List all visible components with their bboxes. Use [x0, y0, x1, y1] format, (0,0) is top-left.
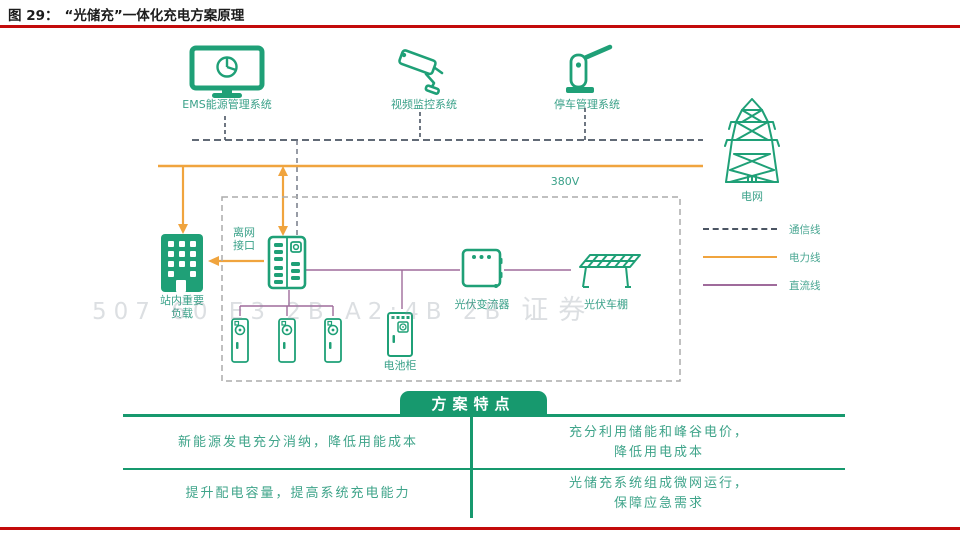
grid-node — [718, 96, 786, 188]
legend-item-comm: 通信线 — [703, 222, 821, 236]
figure-name: “光储充”一体化充电方案原理 — [64, 8, 245, 24]
ev-charger-icon — [278, 318, 296, 363]
legend: 通信线 电力线 直流线 — [703, 222, 821, 292]
ev-charger-node-2 — [276, 316, 298, 365]
pv-inverter-label: 光伏变流器 — [454, 298, 510, 311]
monitor-icon — [189, 45, 265, 98]
pv-inverter-icon — [461, 248, 503, 288]
station-load-node — [159, 232, 205, 294]
figure-number: 图 29： — [8, 8, 59, 24]
transmission-tower-icon — [724, 98, 780, 183]
barrier-gate-icon — [566, 44, 613, 93]
feature-cell-3: 提升配电容量，提高系统充电能力 — [185, 486, 411, 501]
battery-cabinet-label: 电池柜 — [383, 359, 417, 372]
battery-cabinet-icon — [387, 312, 413, 357]
video-system-label: 视频监控系统 — [391, 98, 457, 111]
pv-carport-icon — [579, 254, 641, 288]
figure-title: 图 29： “光储充”一体化充电方案原理 — [8, 4, 244, 24]
pv-carport-node — [570, 252, 642, 290]
parking-system-node — [558, 40, 614, 96]
bus-voltage-label: 380V — [550, 175, 580, 188]
ev-charger-icon — [231, 318, 249, 363]
dc-line-swatch — [703, 284, 777, 286]
ems-system-node — [189, 45, 265, 99]
features-header-tab: 方案特点 — [400, 391, 547, 417]
video-system-node — [396, 46, 450, 96]
grid-label: 电网 — [741, 190, 763, 203]
offgrid-interface-label: 离网 接口 — [233, 226, 255, 252]
title-divider — [0, 25, 960, 28]
distribution-cabinet-icon — [267, 235, 307, 290]
features-divider — [470, 414, 473, 518]
ev-charger-node-1 — [229, 316, 251, 365]
pv-carport-label: 光伏车棚 — [584, 298, 628, 311]
feature-cell-1: 新能源发电充分消纳，降低用能成本 — [177, 434, 418, 450]
legend-item-dc: 直流线 — [703, 278, 821, 292]
ems-system-label: EMS能源管理系统 — [182, 98, 272, 111]
building-icon — [161, 234, 203, 292]
feature-cell-4: 光储充系统组成微网运行， 保障应急需求 — [568, 476, 749, 511]
comm-line-swatch — [703, 228, 777, 230]
distribution-cabinet-node — [267, 235, 307, 290]
parking-system-label: 停车管理系统 — [554, 98, 620, 111]
cctv-camera-icon — [398, 49, 444, 95]
battery-cabinet-node — [385, 309, 415, 359]
station-load-label: 站内重要 负载 — [160, 294, 204, 320]
legend-item-power: 电力线 — [703, 250, 821, 264]
bottom-divider — [0, 527, 960, 530]
features-mid-rule — [123, 468, 845, 470]
pv-inverter-node — [460, 245, 504, 290]
power-line-swatch — [703, 256, 777, 258]
ev-charger-node-3 — [322, 316, 344, 365]
ev-charger-icon — [324, 318, 342, 363]
feature-cell-2: 充分利用储能和峰谷电价， 降低用电成本 — [568, 424, 749, 460]
